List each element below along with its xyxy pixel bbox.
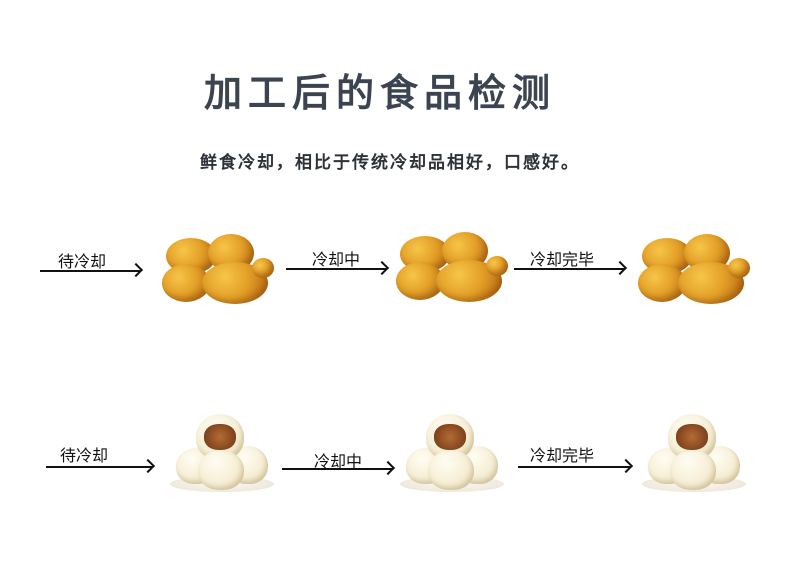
step-label-done: 冷却完毕 — [530, 250, 595, 269]
arrow-icon — [46, 466, 152, 468]
step-label-pending: 待冷却 — [60, 446, 109, 465]
arrow-icon — [282, 468, 392, 470]
page-title: 加工后的食品检测 — [203, 70, 556, 115]
step-label-cooling: 冷却中 — [314, 452, 363, 471]
arrow-icon — [518, 466, 630, 468]
steamed-bun-image-1 — [170, 414, 274, 494]
arrow-icon — [514, 268, 624, 270]
fried-chicken-image-1 — [158, 234, 278, 306]
arrow-icon — [286, 268, 386, 270]
steamed-bun-image-2 — [400, 414, 504, 494]
steamed-bun-image-3 — [642, 414, 746, 494]
arrow-icon — [40, 270, 140, 272]
fried-chicken-image-2 — [392, 232, 512, 304]
step-label-cooling: 冷却中 — [312, 250, 361, 269]
page-subtitle: 鲜食冷却，相比于传统冷却品相好，口感好。 — [200, 153, 580, 173]
fried-chicken-image-3 — [634, 234, 754, 306]
step-label-pending: 待冷却 — [58, 252, 107, 271]
step-label-done: 冷却完毕 — [530, 446, 595, 465]
